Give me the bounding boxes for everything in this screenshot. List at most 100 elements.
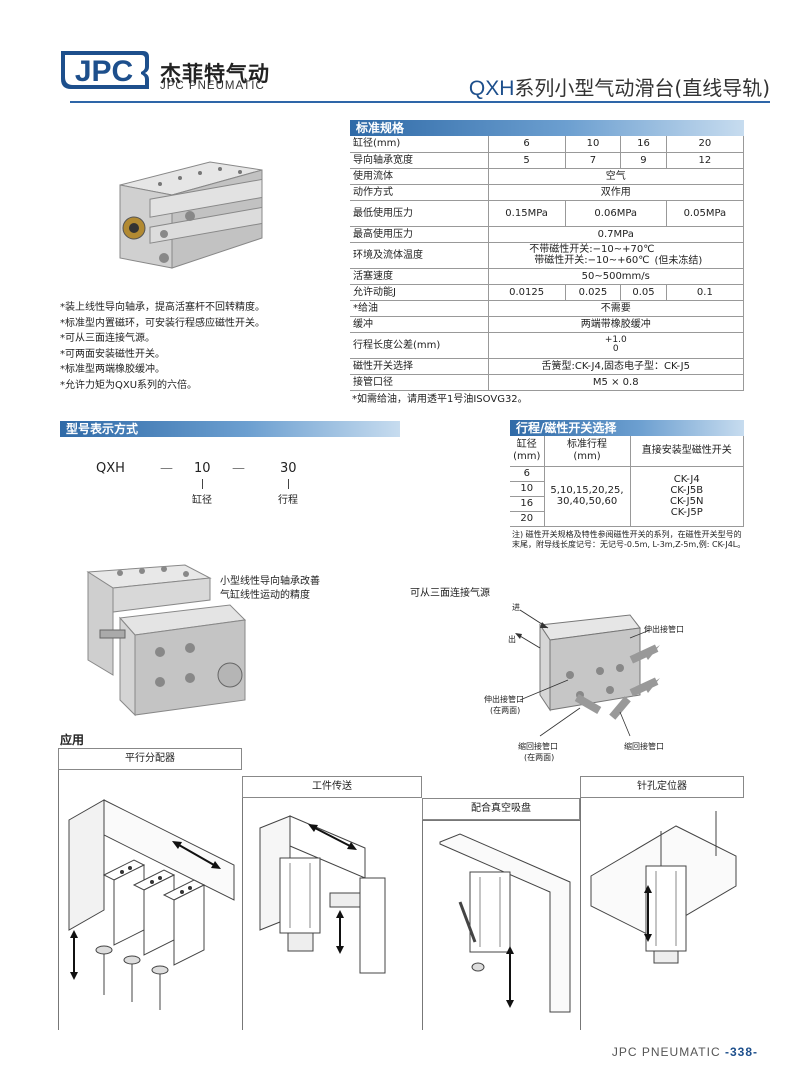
model-series: QXH bbox=[96, 461, 125, 476]
both-sides-label: (在两面) bbox=[490, 706, 521, 715]
feature-item: *允许力矩为QXU系列的六倍。 bbox=[60, 379, 198, 391]
bore-16: 16 bbox=[620, 136, 667, 153]
model-stroke: 30 bbox=[280, 461, 297, 476]
spec-label: 行程长度公差(mm) bbox=[350, 331, 489, 359]
app-rule bbox=[242, 778, 243, 1030]
table-row: 最低使用压力 0.15MPa 0.06MPa 0.05MPa bbox=[350, 199, 745, 227]
bore-cell: 10 bbox=[510, 480, 545, 497]
header-text: 标准行程 bbox=[567, 439, 607, 451]
stroke-cell: 5,10,15,20,25,30,40,50,60 bbox=[543, 465, 631, 527]
stroke-note: 注) 磁性开关规格及特性参阅磁性开关的系列，在磁性开关型号的末尾，附导线长度记号… bbox=[512, 530, 746, 549]
spec-cell: 0.0125 bbox=[487, 283, 566, 301]
app-vacuum-suction: 配合真空吸盘 bbox=[422, 798, 580, 820]
col-header: 标准行程(mm) bbox=[543, 436, 631, 467]
table-row: 缓冲 两端带橡胶缓冲 bbox=[350, 315, 744, 333]
page-title: QXH系列小型气动滑台(直线导轨) bbox=[469, 72, 770, 101]
jpc-logo: JPC bbox=[61, 51, 149, 89]
retract-port-label: 缩回接管口 bbox=[518, 742, 558, 751]
brand-name-en: JPC PNEUMATIC bbox=[160, 80, 265, 92]
feature-item: *装上线性导向轴承，提高活塞杆不回转精度。 bbox=[60, 302, 265, 313]
switch-model: CK-J4 bbox=[673, 474, 700, 485]
temp-line: 带磁性开关:−10~+60℃ bbox=[534, 255, 650, 266]
spec-label: 允许动能J bbox=[350, 283, 489, 301]
footer-brand: JPC PNEUMATIC bbox=[611, 1045, 721, 1059]
temp-suffix: (但未冻结) bbox=[654, 255, 703, 266]
spec-table: 缸径(mm) 6 10 16 20 导向轴承宽度 5 7 9 12 使用流体 空… bbox=[350, 136, 745, 391]
title-model: QXH bbox=[468, 77, 515, 100]
feature-list: *装上线性导向轴承，提高活塞杆不回转精度。 *标准型内置磁环，可安装行程感应磁性… bbox=[60, 300, 265, 394]
table-row: 缸径(mm) 6 10 16 20 bbox=[350, 136, 745, 153]
app-vacuum-suction-drawing bbox=[439, 833, 571, 1013]
table-row: 6 5,10,15,20,25,30,40,50,60 CK-J4 CK-J5B… bbox=[510, 465, 744, 527]
product-caption-line: 气缸线性运动的精度 bbox=[220, 590, 310, 601]
table-row: 允许动能J 0.0125 0.025 0.05 0.1 bbox=[350, 283, 745, 301]
extend-port-label: 伸出接管口 bbox=[644, 625, 684, 634]
table-row: 使用流体 空气 bbox=[350, 167, 744, 185]
model-dash: — bbox=[232, 461, 245, 476]
ports-diagram bbox=[515, 609, 660, 737]
stroke-heading: 行程/磁性开关选择 bbox=[510, 420, 744, 436]
spec-label: 缸径(mm) bbox=[350, 136, 489, 153]
model-bore: 10 bbox=[194, 461, 211, 476]
port-in-label: 进 bbox=[512, 603, 520, 612]
table-row: 活塞速度 50~500mm/s bbox=[350, 267, 744, 285]
spec-cell: 双作用 bbox=[487, 183, 744, 201]
switch-cell: CK-J4 CK-J5B CK-J5N CK-J5P bbox=[629, 465, 744, 527]
spec-cell: 0.1 bbox=[665, 283, 745, 301]
product-caption-line: 小型线性导向轴承改善 bbox=[220, 576, 320, 587]
app-rule bbox=[58, 748, 59, 1030]
extend-port-left-label: 伸出接管口 bbox=[484, 695, 524, 704]
temp-line: 不带磁性开关:−10~+70℃ bbox=[529, 243, 655, 255]
spec-label: 活塞速度 bbox=[350, 267, 489, 285]
spec-cell: 9 bbox=[620, 151, 667, 169]
app-parallel-distributor: 平行分配器 bbox=[58, 748, 242, 770]
spec-cell: 不需要 bbox=[487, 299, 744, 317]
header-unit: (mm) bbox=[513, 450, 541, 462]
switch-model: CK-J5N bbox=[670, 496, 704, 507]
table-row: 接管口径 M5 × 0.8 bbox=[350, 373, 744, 391]
app-workpiece-transfer: 工件传送 bbox=[242, 776, 422, 798]
stroke-tick bbox=[288, 479, 289, 489]
feature-item: *标准型内置磁环，可安装行程感应磁性开关。 bbox=[60, 317, 265, 329]
bore-6: 6 bbox=[487, 136, 566, 153]
app-pin-locator-drawing bbox=[590, 811, 737, 964]
app-rule bbox=[580, 778, 581, 1030]
bore-cell: 20 bbox=[510, 510, 545, 527]
bore-cell: 6 bbox=[510, 465, 545, 482]
spec-cell: 0.06MPa bbox=[564, 199, 667, 227]
spec-cell: 50~500mm/s bbox=[487, 267, 744, 285]
spec-cell: 0.05MPa bbox=[665, 199, 745, 227]
spec-label: 接管口径 bbox=[350, 373, 489, 391]
model-code-heading: 型号表示方式 bbox=[60, 421, 400, 437]
spec-cell: 0.025 bbox=[564, 283, 622, 301]
spec-label: 磁性开关选择 bbox=[350, 357, 489, 375]
bore-tick bbox=[202, 479, 203, 489]
spec-cell: 舌簧型:CK-J4,固态电子型：CK-J5 bbox=[487, 357, 744, 375]
stroke-table: 缸径(mm) 标准行程(mm) 直接安装型磁性开关 6 5,10,15,20,2… bbox=[510, 436, 744, 527]
spec-cell: 0.15MPa bbox=[487, 199, 566, 227]
app-parallel-distributor-drawing bbox=[68, 799, 235, 1010]
app-pin-locator: 针孔定位器 bbox=[580, 776, 744, 798]
spec-cell: M5 × 0.8 bbox=[487, 373, 744, 391]
stroke-line: 30,40,50,60 bbox=[556, 496, 618, 507]
spec-label: 动作方式 bbox=[350, 183, 489, 201]
tol-lower: 0 bbox=[612, 344, 619, 354]
product-image-top bbox=[119, 161, 263, 269]
spec-label: 导向轴承宽度 bbox=[350, 151, 489, 169]
ports-title: 可从三面连接气源 bbox=[410, 588, 490, 599]
table-row: 磁性开关选择 舌簧型:CK-J4,固态电子型：CK-J5 bbox=[350, 357, 744, 375]
spec-label: 最低使用压力 bbox=[350, 199, 489, 227]
switch-model: CK-J5P bbox=[670, 507, 703, 518]
brand-name-cn: 杰菲特气动 bbox=[160, 62, 270, 86]
spec-cell: 空气 bbox=[487, 167, 744, 185]
bore-20: 20 bbox=[665, 136, 745, 153]
table-row: 20 bbox=[510, 510, 744, 527]
col-header: 直接安装型磁性开关 bbox=[629, 436, 744, 467]
spec-label: 最高使用压力 bbox=[350, 225, 489, 243]
applications-heading: 应用 bbox=[60, 733, 85, 747]
spec-cell: 12 bbox=[665, 151, 745, 169]
bore-10: 10 bbox=[564, 136, 622, 153]
